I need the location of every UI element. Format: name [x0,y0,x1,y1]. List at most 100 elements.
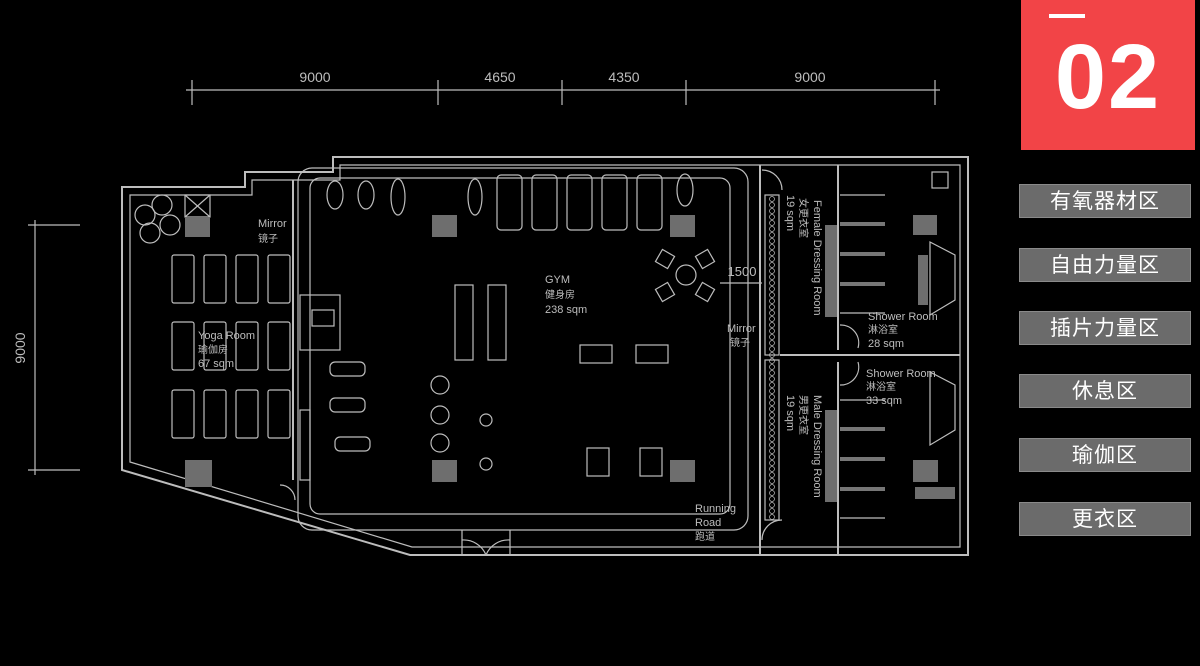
locker [769,202,775,208]
zone-dressing[interactable]: 更衣区 [1019,502,1191,536]
locker [769,316,775,322]
running-road-inner [309,177,731,515]
entrance-door [461,530,511,556]
yoga-mat [171,321,195,371]
locker [769,262,775,268]
treadmill [566,174,593,231]
gym-area: 238 sqm [545,304,587,316]
dim-top-3: 4350 [608,69,639,85]
locker-column-male [764,359,780,521]
shower-stall [840,254,885,284]
gym-label: GYM [545,274,570,286]
locker [769,508,775,514]
locker [769,304,775,310]
mirror-yoga-label: Mirror [258,218,287,230]
locker [769,442,775,448]
yoga-door [279,484,296,501]
gym-cn: 健身房 [545,288,575,301]
locker [769,292,775,298]
locker [769,274,775,280]
yoga-mat [235,389,259,439]
shower-stall [840,459,885,489]
locker [769,502,775,508]
locker [769,448,775,454]
locker [769,346,775,352]
locker [769,430,775,436]
zone-yoga[interactable]: 瑜伽区 [1019,438,1191,472]
running-road-outer [297,167,749,531]
female-dressing-label: Female Dressing Room [811,200,823,316]
yoga-mat [203,389,227,439]
male-dressing-cn: 男更衣室 [797,395,810,435]
locker [769,244,775,250]
zone-free-weights[interactable]: 自由力量区 [1019,248,1191,282]
section-number: 02 [1054,26,1162,128]
rest-table [654,248,716,303]
locker [769,310,775,316]
locker [769,364,775,370]
locker-column-female [764,194,780,356]
shower-lower-label: Shower Room [866,368,936,380]
locker [769,382,775,388]
locker [769,418,775,424]
locker [769,208,775,214]
yoga-mat [171,254,195,304]
yoga-mat [203,321,227,371]
mirror-gym-cn: 镜子 [730,336,750,349]
locker [769,232,775,238]
locker [769,250,775,256]
locker [769,268,775,274]
locker [769,436,775,442]
outer-wall [121,156,969,556]
badge-bar [1049,14,1085,18]
dumbbell-racks [430,375,493,471]
zone-plate-loaded[interactable]: 插片力量区 [1019,311,1191,345]
top-dimension-line [186,80,940,105]
running-road-cn: 跑道 [695,530,715,543]
female-dressing-cn: 女更衣室 [797,198,810,238]
section-badge: 02 [1021,0,1195,150]
locker [769,334,775,340]
cardio-machines [326,173,694,216]
left-dimension-line [28,220,80,475]
dim-left: 9000 [12,332,28,363]
strength-machines [454,284,669,477]
dim-top-4: 9000 [794,69,825,85]
mirror-yoga-cn: 镜子 [258,232,278,245]
treadmill [496,174,523,231]
locker [769,406,775,412]
locker [769,454,775,460]
male-dressing-area: 19 sqm [784,395,796,431]
locker [769,220,775,226]
locker [769,298,775,304]
locker [769,484,775,490]
yoga-room-area: 67 sqm [198,358,234,370]
locker [769,280,775,286]
storage-box [184,194,211,218]
yoga-mat [171,389,195,439]
floor-plan: 9000 4650 4350 9000 9000 1500 Mirror 镜子 … [12,69,969,556]
locker [769,460,775,466]
locker [769,226,775,232]
structural-columns [185,215,955,502]
zone-rest[interactable]: 休息区 [1019,374,1191,408]
dim-top-1: 9000 [299,69,330,85]
locker [769,352,775,358]
yoga-mat [267,321,291,371]
door-lower [839,361,860,386]
door-upper [839,324,860,349]
zone-cardio[interactable]: 有氧器材区 [1019,184,1191,218]
locker [769,328,775,334]
locker [769,388,775,394]
yoga-mat [267,389,291,439]
locker [769,322,775,328]
running-road-label: Running [695,503,736,515]
mirror-gym-label: Mirror [727,323,756,335]
running-road-label-2: Road [695,517,721,529]
shower-lower-cn: 淋浴室 [866,380,896,393]
yoga-mat [267,254,291,304]
treadmill [636,174,663,231]
locker [769,214,775,220]
locker [769,376,775,382]
shower-stall [840,284,885,314]
